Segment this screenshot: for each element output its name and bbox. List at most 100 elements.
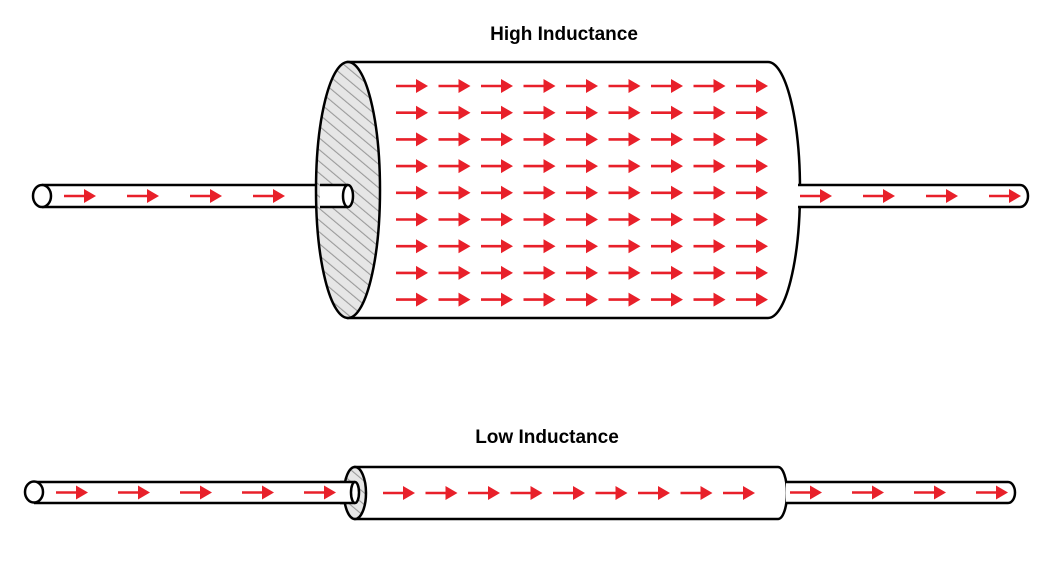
- current-arrow: [396, 212, 428, 227]
- current-arrow: [566, 185, 598, 200]
- current-arrow: [481, 265, 513, 280]
- current-arrow: [608, 79, 641, 93]
- low-inductance-group: Low Inductance: [23, 427, 1017, 521]
- current-arrow: [790, 485, 822, 500]
- current-arrow: [566, 239, 598, 254]
- current-arrow: [693, 292, 726, 307]
- current-arrow: [468, 486, 500, 500]
- current-arrow: [242, 485, 274, 500]
- current-arrow: [693, 212, 726, 227]
- current-arrow: [651, 239, 683, 254]
- cylinder-body: [346, 60, 802, 320]
- current-arrow: [396, 159, 428, 174]
- current-arrow: [693, 239, 726, 254]
- current-arrow: [523, 212, 556, 227]
- current-arrow: [523, 79, 556, 93]
- current-arrow: [736, 292, 768, 307]
- current-arrow: [914, 485, 946, 500]
- current-arrow: [396, 239, 428, 254]
- current-arrow: [595, 486, 628, 500]
- current-arrow: [481, 105, 513, 120]
- current-arrow: [651, 105, 683, 120]
- current-arrow: [438, 132, 471, 147]
- current-arrow: [396, 265, 428, 280]
- current-arrow: [396, 185, 428, 200]
- current-arrow: [680, 486, 713, 500]
- current-arrow: [608, 132, 641, 147]
- current-arrow: [523, 265, 556, 280]
- high-left-wire: [31, 183, 350, 209]
- current-arrow: [566, 212, 598, 227]
- current-arrow: [190, 189, 222, 203]
- current-arrow: [396, 132, 428, 147]
- low-left-wire-end: [340, 480, 361, 505]
- current-arrow: [180, 485, 212, 500]
- current-arrow: [438, 212, 471, 227]
- low-left-wire: [23, 480, 357, 505]
- current-arrow: [651, 292, 683, 307]
- current-arrow: [693, 132, 726, 147]
- current-arrow: [481, 212, 513, 227]
- current-arrow: [438, 292, 471, 307]
- low-inductance-cylinder: [342, 465, 789, 521]
- current-arrow: [396, 292, 428, 307]
- current-arrow: [566, 105, 598, 120]
- current-arrow: [438, 105, 471, 120]
- current-arrow: [651, 132, 683, 147]
- current-arrow: [736, 265, 768, 280]
- current-arrow: [989, 189, 1021, 203]
- current-arrow: [723, 486, 755, 500]
- current-arrow: [736, 185, 768, 200]
- current-arrow: [608, 185, 641, 200]
- current-arrow: [736, 159, 768, 174]
- current-arrow: [438, 79, 471, 93]
- current-arrow: [608, 239, 641, 254]
- current-arrow: [736, 212, 768, 227]
- current-arrow: [736, 105, 768, 120]
- current-arrow: [553, 486, 585, 500]
- current-arrow: [523, 132, 556, 147]
- current-arrow: [693, 185, 726, 200]
- current-arrow: [693, 79, 726, 93]
- current-arrow: [608, 212, 641, 227]
- current-arrow: [651, 159, 683, 174]
- current-arrow: [481, 239, 513, 254]
- current-arrow: [64, 189, 96, 203]
- current-arrow: [651, 185, 683, 200]
- current-arrow: [693, 159, 726, 174]
- current-arrow: [566, 159, 598, 174]
- current-arrow: [396, 79, 428, 93]
- current-arrow: [383, 486, 415, 500]
- current-arrow: [608, 159, 641, 174]
- current-arrow: [638, 486, 670, 500]
- low-inductance-title: Low Inductance: [475, 427, 619, 448]
- current-arrow: [693, 265, 726, 280]
- current-arrow: [566, 132, 598, 147]
- current-arrow: [693, 105, 726, 120]
- high-inductance-title: High Inductance: [490, 24, 638, 45]
- low-right-wire: [786, 480, 1017, 505]
- current-arrow: [481, 185, 513, 200]
- current-arrow: [863, 189, 895, 203]
- current-arrow: [438, 185, 471, 200]
- high-right-wire: [798, 183, 1030, 209]
- current-arrow: [523, 185, 556, 200]
- current-arrow: [566, 79, 598, 93]
- current-arrow: [56, 485, 88, 500]
- current-arrow: [651, 265, 683, 280]
- current-arrow: [481, 132, 513, 147]
- current-arrow: [736, 132, 768, 147]
- high-inductance-cylinder: [314, 60, 802, 320]
- current-arrow: [651, 212, 683, 227]
- current-arrow: [523, 292, 556, 307]
- current-arrow: [127, 189, 159, 203]
- current-arrow: [926, 189, 958, 203]
- current-arrow: [852, 485, 884, 500]
- current-arrow: [438, 159, 471, 174]
- current-arrow: [118, 485, 150, 500]
- current-arrow: [608, 265, 641, 280]
- current-arrow: [481, 159, 513, 174]
- current-arrow: [438, 239, 471, 254]
- current-arrow: [523, 239, 556, 254]
